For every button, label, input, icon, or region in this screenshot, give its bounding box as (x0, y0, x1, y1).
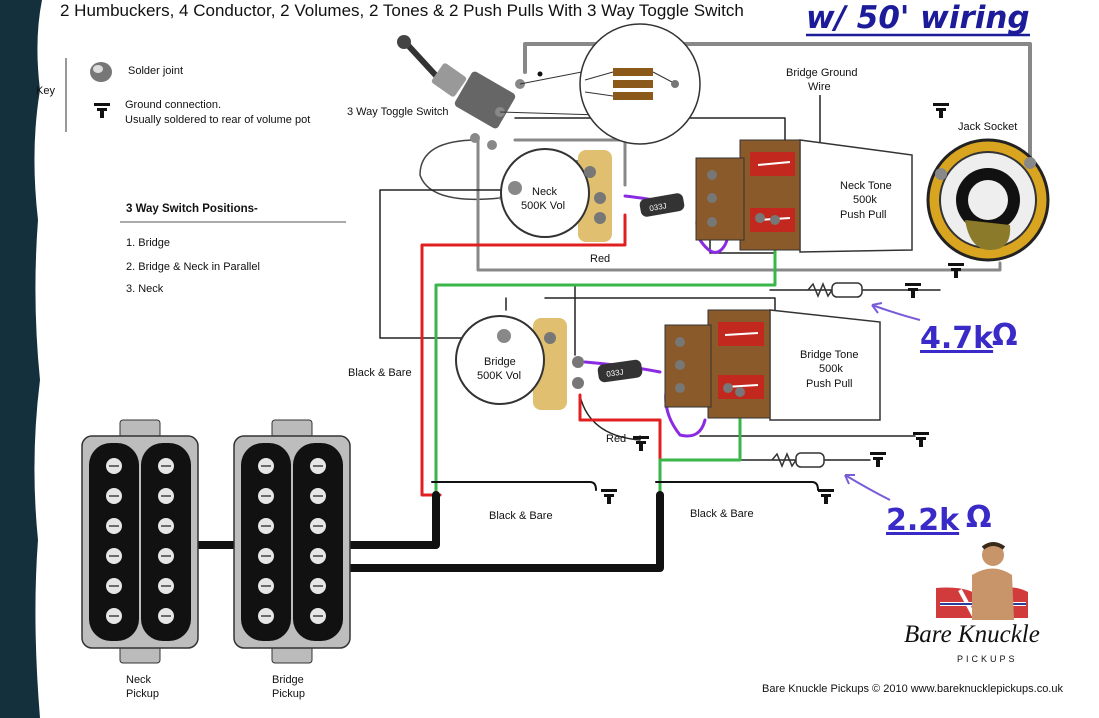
neck-pickup-label: Neck (126, 674, 152, 686)
ground-icon (905, 283, 921, 298)
black-bare-label: Black & Bare (489, 510, 553, 522)
jack-socket-label: Jack Socket (958, 121, 1017, 133)
svg-text:033J: 033J (606, 368, 624, 379)
switch-positions-title: 3 Way Switch Positions- (126, 203, 258, 215)
brand-sub: PICKUPS (957, 654, 1018, 664)
bridge-ground-label: Wire (808, 81, 831, 93)
switch-position-item: 1. Bridge (126, 237, 170, 249)
key-ground-text-2: Usually soldered to rear of volume pot (125, 114, 310, 126)
ground-icon (94, 103, 110, 118)
bridge-tone-capacitor: 033J (597, 359, 643, 383)
bridge-pickup-label: Bridge (272, 674, 304, 686)
bridge-tone-label: 500k (819, 363, 843, 375)
red-wire-label: Red (606, 433, 626, 445)
neck-pickup (81, 419, 199, 664)
neck-pickup-label: Pickup (126, 688, 159, 700)
pole-pieces (106, 458, 326, 624)
ground-icon (601, 489, 617, 504)
brand-name: Bare Knuckle (904, 621, 1040, 648)
black-bare-label: Black & Bare (690, 508, 754, 520)
jack-socket (926, 138, 1050, 262)
switch-position-item: 2. Bridge & Neck in Parallel (126, 261, 260, 273)
left-border (0, 0, 42, 718)
bridge-pickup-label: Pickup (272, 688, 305, 700)
ohm-symbol: Ω (992, 318, 1018, 353)
bridge-tone-pot (664, 309, 881, 421)
switch-position-item: 3. Neck (126, 283, 164, 295)
resistor-bottom (771, 452, 825, 468)
neck-vol-label: 500K Vol (521, 200, 565, 212)
bridge-volume-pot (455, 315, 584, 410)
footer-copyright: Bare Knuckle Pickups © 2010 www.bareknuc… (762, 683, 1063, 695)
key-solder-joint-text: Solder joint (128, 65, 183, 77)
ground-icon (948, 263, 964, 278)
key-ground-text-1: Ground connection. (125, 99, 221, 111)
bridge-tone-label: Bridge Tone (800, 349, 859, 361)
resistor-bottom-value: 2.2k (886, 503, 960, 538)
black-bare-label: Black & Bare (348, 367, 412, 379)
neck-tone-pot (695, 139, 913, 253)
ground-icon (913, 432, 929, 447)
bridge-vol-label: 500K Vol (477, 370, 521, 382)
bridge-ground-label: Bridge Ground (786, 67, 858, 79)
inset-zoom (499, 23, 701, 145)
red-wire-label: Red (590, 253, 610, 265)
svg-text:033J: 033J (649, 201, 668, 213)
key-label: Key (36, 85, 55, 97)
wiring-annotation: w/ 50' wiring (806, 0, 1030, 36)
page-title: 2 Humbuckers, 4 Conductor, 2 Volumes, 2 … (60, 1, 744, 20)
resistor-top (807, 282, 863, 298)
neck-volume-pot (500, 148, 612, 242)
ground-icon (818, 489, 834, 504)
brand-logo (936, 542, 1028, 620)
resistor-top-annotation: 4.7k Ω (871, 302, 1018, 356)
resistor-top-value: 4.7k (920, 321, 994, 356)
neck-tone-label: Push Pull (840, 209, 886, 221)
toggle-switch (397, 35, 525, 150)
neck-tone-label: Neck Tone (840, 180, 892, 192)
neck-tone-label: 500k (853, 194, 877, 206)
ground-icon (870, 452, 886, 467)
solder-joint-icon (90, 62, 112, 82)
ohm-symbol: Ω (966, 500, 992, 535)
neck-tone-capacitor: 033J (639, 193, 685, 217)
toggle-switch-label: 3 Way Toggle Switch (347, 106, 449, 118)
bridge-vol-label: Bridge (484, 356, 516, 368)
neck-vol-label: Neck (532, 186, 558, 198)
ground-icon (933, 103, 949, 118)
ground-icon (633, 436, 649, 451)
resistor-bottom-annotation: 2.2k Ω (844, 474, 992, 538)
bridge-tone-label: Push Pull (806, 378, 852, 390)
bridge-pickup (233, 419, 351, 664)
